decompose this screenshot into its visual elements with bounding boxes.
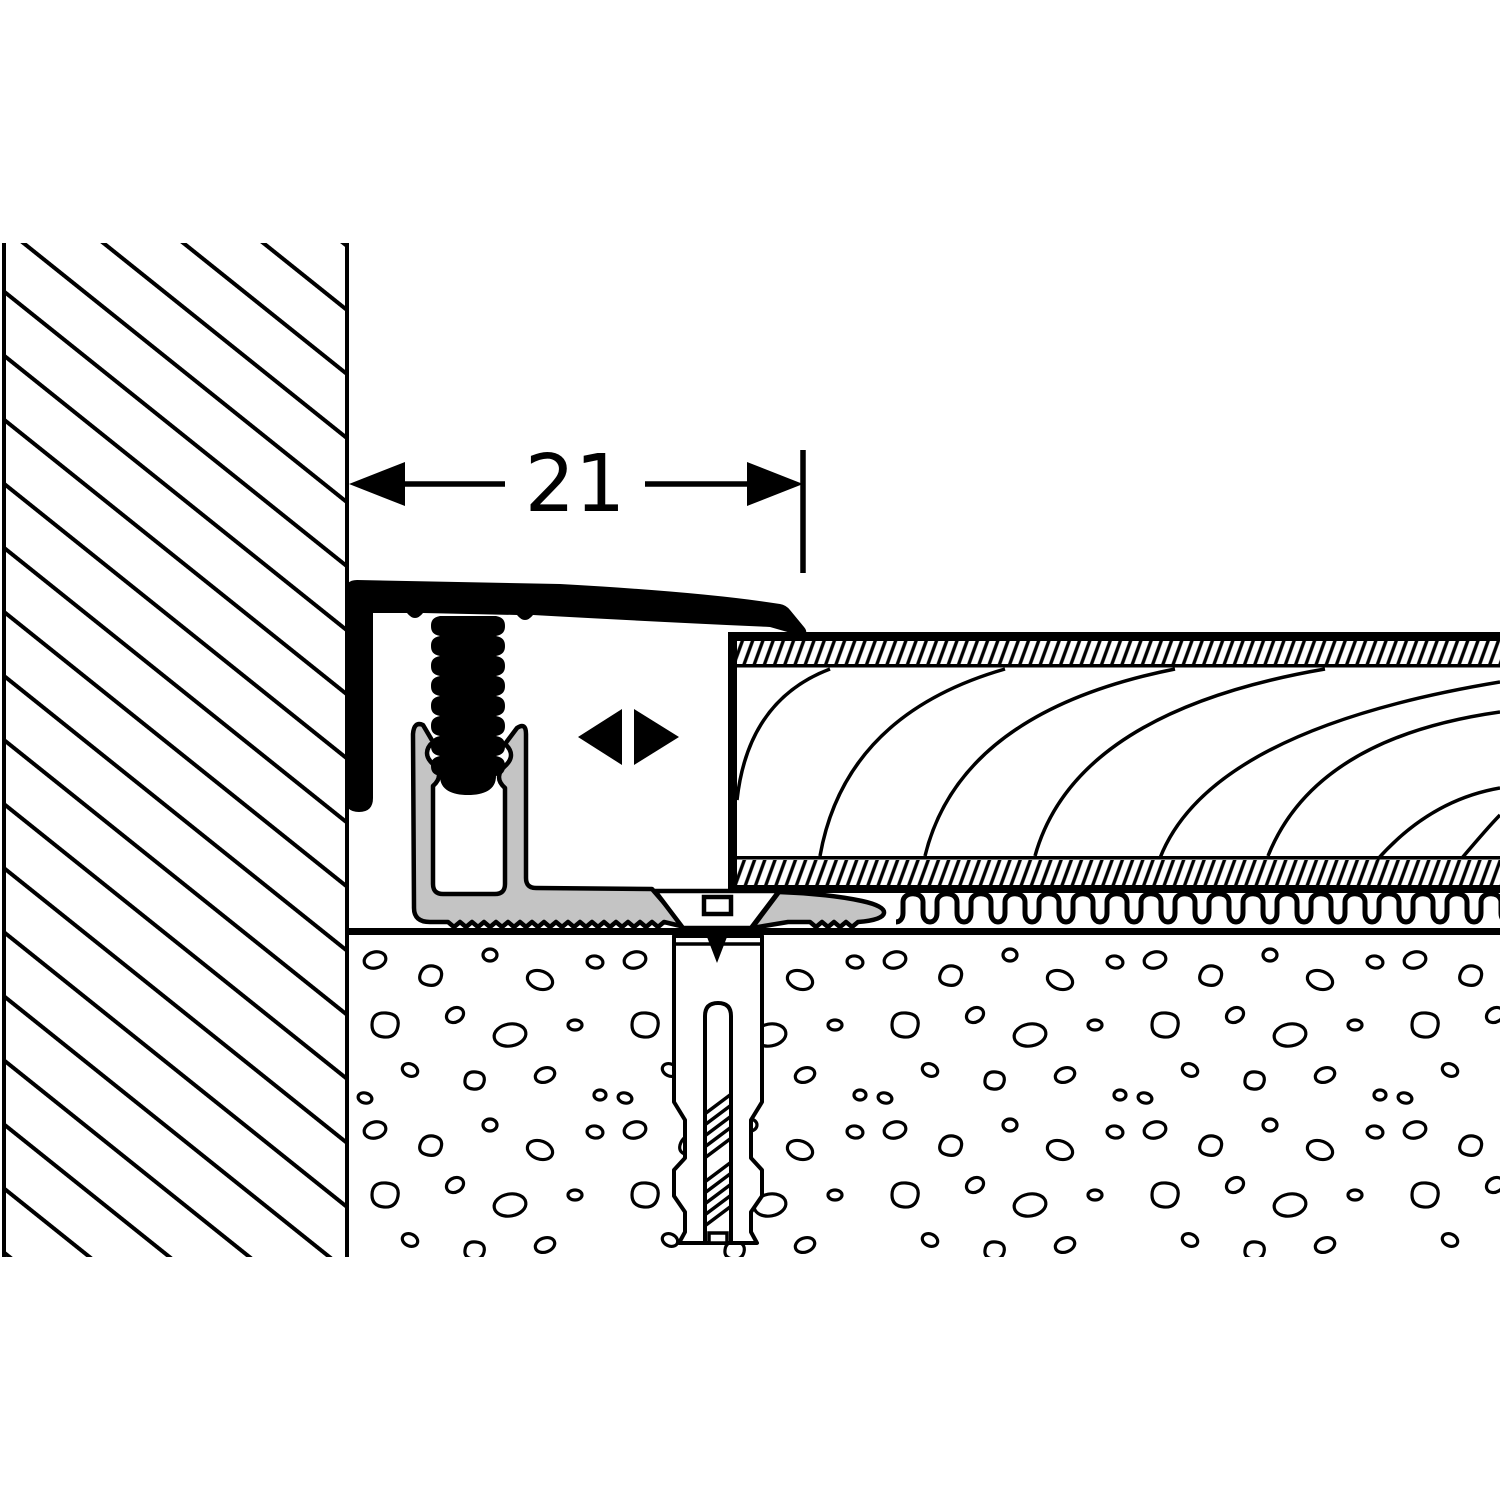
screw-drive-slot	[701, 894, 734, 917]
wood-grain-lines	[735, 667, 1500, 862]
underlayment-loops	[896, 892, 1500, 930]
masonry-wall	[2, 243, 349, 1257]
wall-hatch-area	[3, 243, 347, 1257]
horizontal-adjustment-arrows-icon	[578, 709, 679, 765]
base-flange-right-wing	[749, 889, 887, 931]
backing-layer-hatch	[737, 860, 1500, 885]
floor-top-surface-line	[728, 632, 1500, 641]
plug-bottom-tab	[707, 1231, 729, 1245]
wood-core	[737, 667, 1500, 857]
profile-cap-and-wall-leg	[345, 580, 807, 812]
wood-flooring	[728, 632, 1500, 893]
dimension-arrowhead-right	[747, 462, 803, 506]
screed-surface-line	[349, 928, 1500, 935]
backing-layer-top-line	[735, 856, 1500, 860]
arrow-left-icon	[578, 709, 622, 765]
floor-left-edge	[728, 632, 737, 893]
wear-layer-bottom-line	[735, 664, 1500, 668]
countersunk-screw-head	[652, 888, 782, 931]
screw-thread-hatch	[704, 1093, 732, 1227]
wall-plug-anchor	[672, 934, 764, 1245]
transition-top-profile	[345, 580, 807, 812]
dimension-annotation: 21	[349, 438, 806, 573]
screw-shank-bore	[703, 1000, 733, 1241]
floor-bottom-line	[730, 885, 1500, 893]
dimension-label: 21	[525, 438, 626, 530]
screw-tip	[707, 937, 727, 963]
threaded-adjustment-stem	[431, 616, 505, 795]
dimension-arrowhead-left	[349, 462, 405, 506]
wear-layer-hatch	[737, 641, 1500, 664]
screed-substrate	[349, 928, 1500, 1257]
concrete-aggregate-area	[351, 936, 1500, 1257]
arrow-right-icon	[634, 709, 679, 765]
